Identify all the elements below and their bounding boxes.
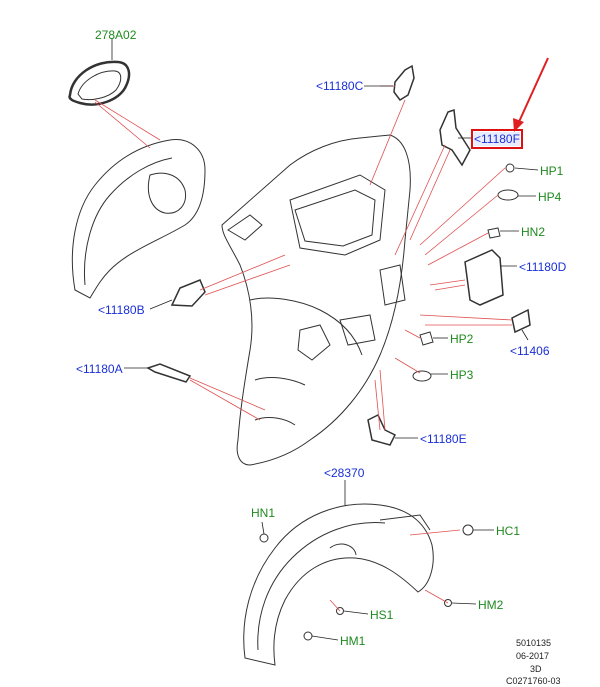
part-HM2[interactable] xyxy=(444,599,452,607)
callout-HS1[interactable]: HS1 xyxy=(370,608,394,622)
callout-HP1[interactable]: HP1 xyxy=(540,164,564,178)
part-11180C[interactable] xyxy=(393,64,415,102)
part-HS1[interactable] xyxy=(336,607,344,615)
diagram-date: 06-2017 xyxy=(516,651,550,661)
callout-11180A[interactable]: <11180A xyxy=(76,362,123,376)
part-28370[interactable] xyxy=(243,503,434,666)
part-11406[interactable] xyxy=(511,308,531,334)
callout-HP3[interactable]: HP3 xyxy=(450,368,474,382)
callout-11180B[interactable]: <11180B xyxy=(98,303,145,317)
callout-11180C[interactable]: <11180C xyxy=(316,79,364,93)
part-11180E[interactable] xyxy=(367,413,397,446)
part-278A02[interactable] xyxy=(68,60,131,106)
diagram-code: 5010135 xyxy=(516,638,552,648)
part-11180F[interactable] xyxy=(439,108,471,167)
callout-HN2[interactable]: HN2 xyxy=(521,225,546,239)
callout-HM2[interactable]: HM2 xyxy=(478,598,504,612)
callout-28370[interactable]: <28370 xyxy=(324,466,365,480)
diagram-view: 3D xyxy=(530,664,542,674)
callout-11180D[interactable]: <11180D xyxy=(519,260,567,274)
part-HP1[interactable] xyxy=(505,163,515,173)
diagram-ref: C0271760-03 xyxy=(506,676,561,686)
part-11180D[interactable] xyxy=(464,249,504,306)
part-HN2[interactable] xyxy=(487,227,501,239)
part-wheelhouse-inner xyxy=(71,139,206,299)
callout-HC1[interactable]: HC1 xyxy=(496,524,521,538)
callout-HP4[interactable]: HP4 xyxy=(538,190,562,204)
attention-arrow xyxy=(513,57,549,132)
callout-11180E[interactable]: <11180E xyxy=(420,432,467,446)
label-leaders xyxy=(111,38,539,641)
callout-11180F-highlighted[interactable]: <11180F xyxy=(471,129,523,149)
part-body-side xyxy=(221,134,411,466)
callout-278A02[interactable]: 278A02 xyxy=(95,28,137,42)
part-11180A[interactable] xyxy=(146,363,192,383)
callout-HN1[interactable]: HN1 xyxy=(251,506,276,520)
part-HP4[interactable] xyxy=(497,189,519,201)
part-HM1[interactable] xyxy=(303,631,313,641)
part-11180B[interactable] xyxy=(170,279,206,307)
callout-HP2[interactable]: HP2 xyxy=(450,332,474,346)
part-HP3[interactable] xyxy=(412,370,432,382)
leader-lines xyxy=(94,85,513,612)
callout-11406[interactable]: <11406 xyxy=(510,344,550,358)
callout-HM1[interactable]: HM1 xyxy=(340,634,366,648)
part-HC1[interactable] xyxy=(462,524,474,536)
part-HP2[interactable] xyxy=(419,331,434,346)
part-HN1[interactable] xyxy=(259,533,269,543)
